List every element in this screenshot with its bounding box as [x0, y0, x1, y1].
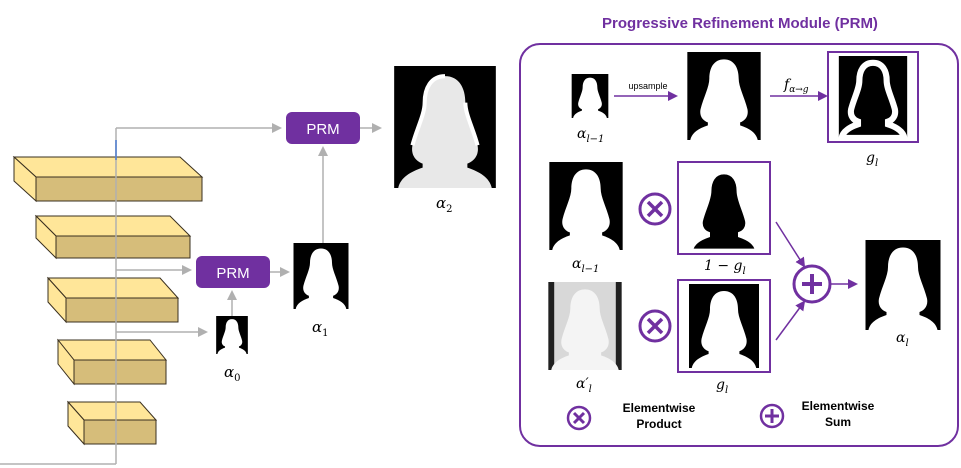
prm-module-title: Progressive Refinement Module (PRM)	[602, 15, 878, 32]
feature-block	[34, 214, 192, 260]
alpha-l-prime-image	[548, 282, 622, 370]
legend-sum-line1: Elementwise	[802, 399, 875, 413]
alpha-l-1-label-top: αl−1	[577, 126, 604, 145]
gl-top-image	[839, 56, 907, 138]
legend-product-line1: Elementwise	[623, 401, 696, 415]
alpha-l-1-image	[549, 162, 623, 250]
alpha1-image	[293, 243, 349, 309]
alpha-l-1-small-image	[571, 74, 609, 118]
legend-sum-line2: Sum	[825, 415, 851, 429]
upsample-label: upsample	[628, 81, 667, 91]
feature-blocks	[12, 155, 204, 446]
feature-block	[56, 338, 168, 386]
alpha2-image	[394, 66, 496, 188]
alpha0-image	[216, 316, 248, 354]
product-icon	[638, 309, 672, 343]
feature-block	[66, 400, 158, 446]
alpha2-label: α2	[436, 194, 453, 215]
one-minus-gl-image	[687, 166, 761, 250]
gl-top-label: gl	[866, 150, 878, 169]
prm-bottom-label: PRM	[216, 265, 249, 282]
prm-top-label: PRM	[306, 121, 339, 138]
to-sum-arrow-bottom	[775, 300, 806, 341]
to-sum-arrow-top	[775, 221, 806, 268]
alpha-l-1-label-mid: αl−1	[572, 256, 599, 275]
prm-box-bottom: PRM	[196, 256, 270, 288]
upsampled-alpha-image	[687, 52, 761, 140]
gl-bottom-image	[689, 284, 759, 368]
legend-product-icon	[566, 405, 592, 431]
feature-block	[12, 155, 204, 203]
legend-sum-icon	[759, 403, 785, 429]
prm-module-frame	[519, 43, 959, 447]
f-label: fα→g	[783, 77, 809, 95]
prm-box-top: PRM	[286, 112, 360, 144]
alpha1-label: α1	[312, 318, 329, 339]
alpha-l-output-label: αl	[896, 330, 909, 349]
alpha-l-prime-label: α′l	[576, 376, 592, 395]
product-icon	[638, 192, 672, 226]
one-minus-gl-label: 1 − gl	[704, 258, 746, 277]
legend-product-line2: Product	[636, 417, 681, 431]
alpha0-label: α0	[224, 363, 241, 384]
alpha-l-output-image	[865, 240, 941, 330]
gl-bottom-label: gl	[716, 377, 728, 396]
feature-block	[46, 276, 180, 324]
sum-icon	[792, 264, 832, 304]
